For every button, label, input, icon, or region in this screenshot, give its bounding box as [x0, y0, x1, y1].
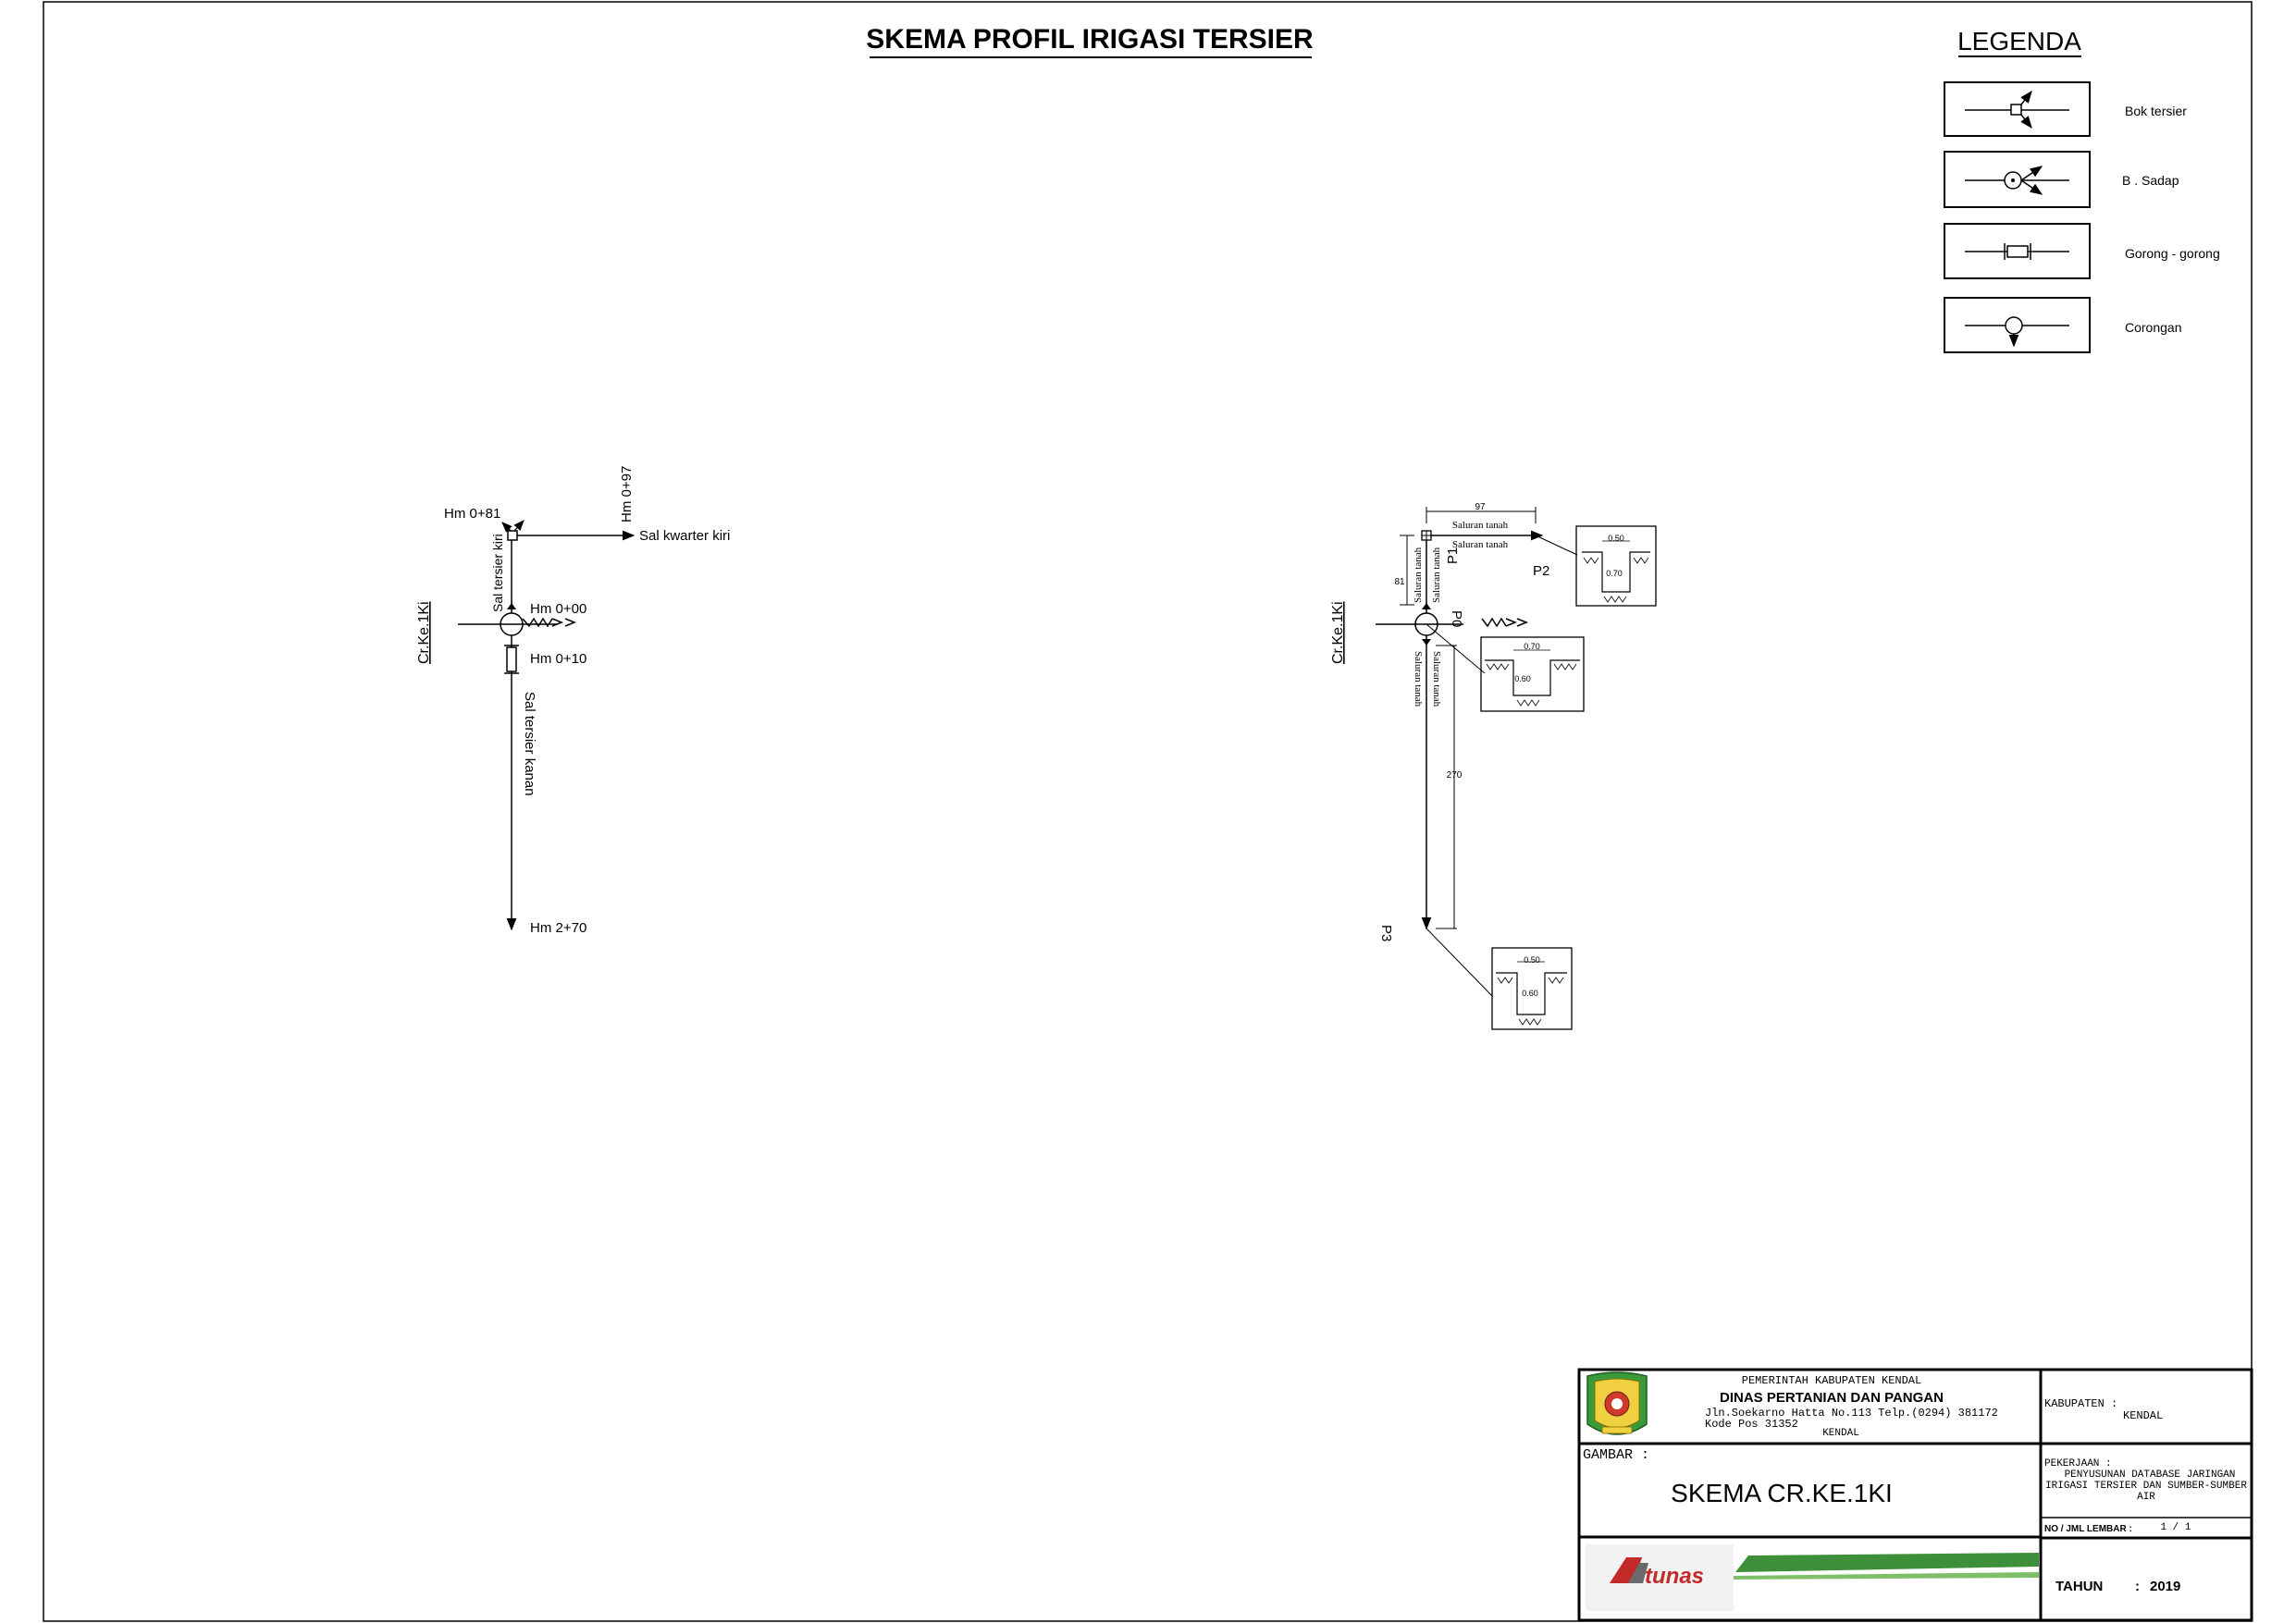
svg-text:0.70: 0.70 — [1606, 569, 1623, 578]
inflow-zigzag-right — [1481, 617, 1507, 628]
hm-010-label: Hm 0+10 — [530, 651, 586, 667]
saluran-tanah-up-right: Saluran tanah — [1431, 547, 1442, 603]
p1-label: P1 — [1445, 547, 1461, 564]
address-line2: Kode Pos 31352 — [1705, 1418, 1798, 1431]
kendal-emblem-logo — [1586, 1371, 1648, 1435]
legend-label-corongan: Corongan — [2125, 320, 2182, 335]
tahun-value: 2019 — [2150, 1579, 2180, 1594]
legend-label-sadap: B . Sadap — [2122, 173, 2179, 188]
saluran-tanah-up-left: Saluran tanah — [1413, 547, 1424, 603]
tahun-separator: : — [2135, 1579, 2140, 1594]
corongan-symbol-left — [500, 603, 524, 636]
cr-label-left: Cr.Ke.1Ki — [416, 601, 432, 664]
legend: LEGENDA Bok tersier B . Sadap — [1944, 27, 2220, 353]
consultant-logo: tunas — [1586, 1544, 2039, 1611]
svg-text:0.60: 0.60 — [1514, 674, 1531, 683]
sheet-border — [43, 1, 2253, 1622]
gorong-gorong-icon — [1965, 243, 2069, 260]
legend-label-bok: Bok tersier — [2125, 104, 2187, 118]
dim-97: 97 — [1475, 502, 1486, 512]
lembar-label: NO / JML LEMBAR : — [2044, 1524, 2132, 1534]
corongan-icon — [1965, 316, 2069, 348]
bok-symbol-right — [1421, 530, 1432, 541]
legend-box-sadap — [1944, 151, 2091, 208]
hm-097-label: Hm 0+97 — [619, 466, 635, 523]
gambar-value: SKEMA CR.KE.1KI — [1671, 1479, 1893, 1507]
pekerjaan-line3: AIR — [2137, 1492, 2155, 1503]
dim-81: 81 — [1394, 577, 1405, 587]
saluran-tanah-down-right: Saluran tanah — [1431, 651, 1442, 707]
kabupaten-value: KENDAL — [2123, 1409, 2163, 1422]
svg-text:0.50: 0.50 — [1608, 534, 1624, 543]
saluran-tanah-down-left: Saluran tanah — [1413, 651, 1424, 707]
cross-section-p2: 0.50 0.70 — [1575, 525, 1657, 607]
legend-title: LEGENDA — [1957, 27, 2081, 55]
right-scheme: 97 81 270 Saluran tanah Saluran tanah Sa… — [1330, 502, 1657, 1030]
left-scheme: Cr.Ke.1Ki Hm 0+81 Hm 0+97 Sal kwarter ki… — [416, 466, 730, 936]
sal-tersier-kanan-label: Sal tersier kanan — [522, 692, 537, 796]
legend-label-gorong: Gorong - gorong — [2125, 246, 2220, 261]
svg-text:0.50: 0.50 — [1524, 955, 1540, 965]
saluran-tanah-top-2: Saluran tanah — [1452, 539, 1509, 550]
p3-label: P3 — [1378, 925, 1394, 941]
address-line1: Jln.Soekarno Hatta No.113 Telp.(0294) 38… — [1705, 1407, 1998, 1420]
title-block: PEMERINTAH KABUPATEN KENDAL DINAS PERTAN… — [1577, 1368, 2253, 1622]
bok-tersier-icon — [1965, 90, 2069, 129]
legend-box-corongan — [1944, 297, 2091, 353]
cr-label-right: Cr.Ke.1Ki — [1330, 601, 1346, 664]
agency-line2: DINAS PERTANIAN DAN PANGAN — [1720, 1390, 1944, 1406]
b-sadap-icon — [1965, 166, 2069, 195]
legend-box-gorong — [1944, 223, 2091, 279]
svg-text:0.60: 0.60 — [1522, 989, 1538, 998]
tahun-label: TAHUN — [2055, 1579, 2103, 1594]
lembar-value: 1 / 1 — [2160, 1522, 2191, 1533]
hm-000-label: Hm 0+00 — [530, 601, 586, 617]
gorong-symbol-left — [504, 645, 519, 674]
svg-text:0.70: 0.70 — [1524, 642, 1540, 651]
p2-label: P2 — [1533, 563, 1549, 579]
pekerjaan-line1: PENYUSUNAN DATABASE JARINGAN — [2065, 1469, 2236, 1481]
sal-kwarter-kiri-label: Sal kwarter kiri — [639, 528, 730, 544]
page-title: SKEMA PROFIL IRIGASI TERSIER — [866, 24, 1314, 55]
cross-section-p0: 0.70 0.60 — [1480, 636, 1585, 712]
bok-symbol-left — [501, 520, 636, 541]
inflow-zigzag-left — [522, 617, 553, 628]
agency-line1: PEMERINTAH KABUPATEN KENDAL — [1742, 1374, 1921, 1387]
sal-tersier-kiri-label: Sal tersier kiri — [490, 534, 505, 612]
kabupaten-label: KABUPATEN : — [2044, 1397, 2117, 1410]
consultant-logo-text: tunas — [1645, 1564, 1704, 1589]
p0-label: P0 — [1449, 610, 1464, 627]
pekerjaan-line2: IRIGASI TERSIER DAN SUMBER-SUMBER — [2045, 1481, 2247, 1492]
hm-081-label: Hm 0+81 — [444, 506, 500, 522]
legend-box-bok — [1944, 81, 2091, 137]
saluran-tanah-top: Saluran tanah — [1452, 520, 1509, 531]
pekerjaan-label: PEKERJAAN : — [2044, 1458, 2112, 1469]
city-label: KENDAL — [1822, 1428, 1859, 1439]
dim-270: 270 — [1447, 770, 1463, 781]
hm-270-label: Hm 2+70 — [530, 920, 586, 936]
cross-section-p3: 0.50 0.60 — [1491, 947, 1573, 1030]
gambar-label: GAMBAR : — [1583, 1447, 1649, 1463]
